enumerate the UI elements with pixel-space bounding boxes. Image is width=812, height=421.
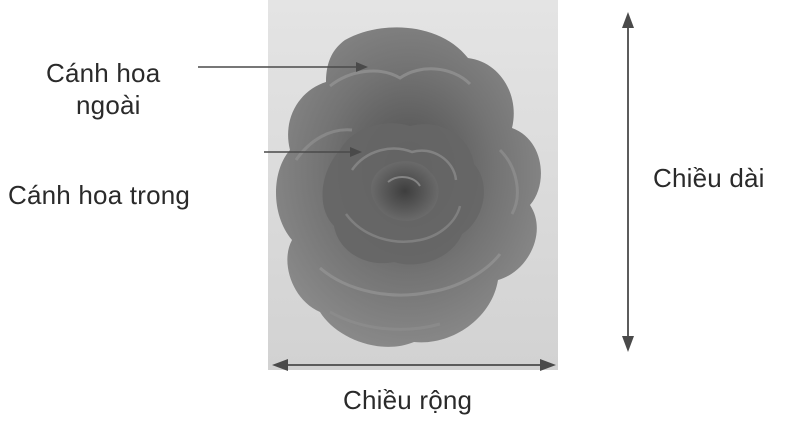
width-label: Chiều rộng bbox=[343, 385, 472, 415]
inner-petal-label: Cánh hoa trong bbox=[8, 180, 190, 210]
outer-petal-label-line2: ngoài bbox=[76, 90, 141, 120]
length-double-arrow bbox=[622, 12, 634, 352]
length-label: Chiều dài bbox=[653, 163, 765, 193]
outer-petal-label-line1: Cánh hoa bbox=[46, 58, 160, 88]
